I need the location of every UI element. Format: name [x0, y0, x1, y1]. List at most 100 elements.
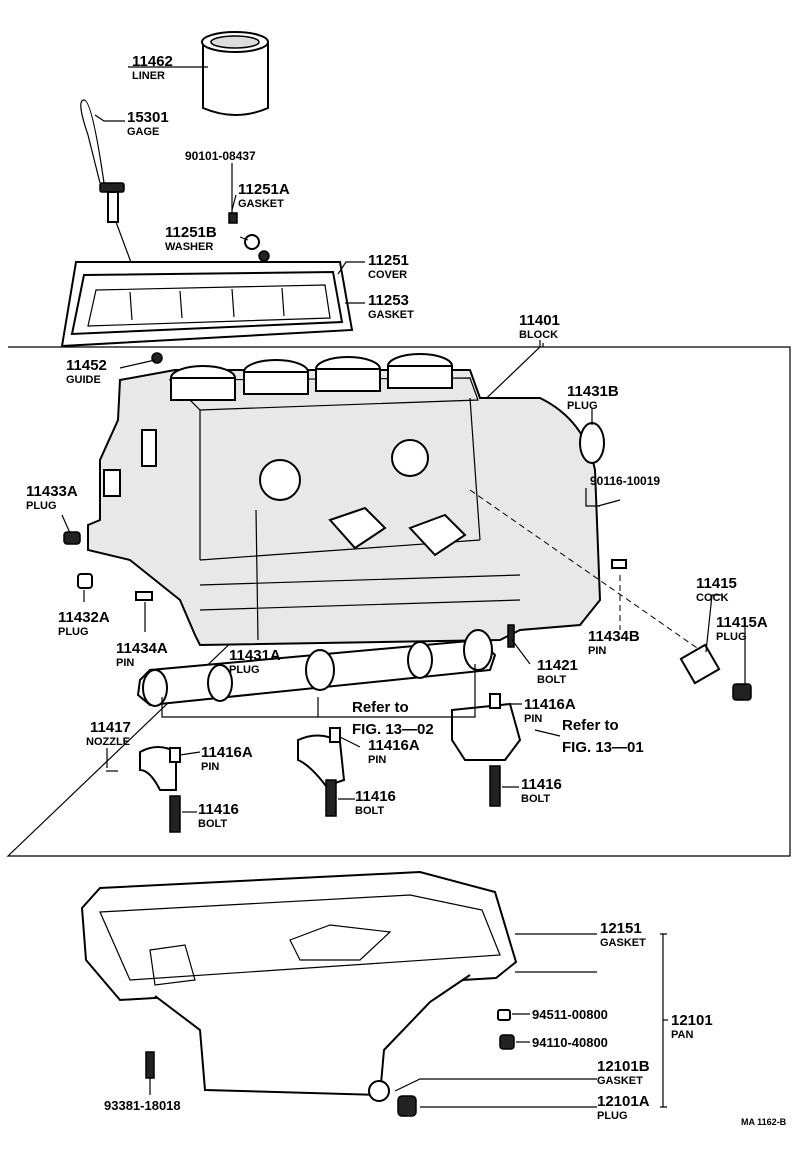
part-number: 11431B: [567, 383, 619, 400]
part-name: PLUG: [567, 400, 598, 412]
part-number: 12101B: [597, 1058, 650, 1075]
label-11462: 11462 LINER: [132, 53, 173, 82]
side-cover-illustration: [60, 261, 354, 348]
part-number: 11416A: [524, 696, 576, 713]
part-name: PIN: [588, 645, 606, 657]
part-number: 90101-08437: [185, 149, 256, 163]
label-11416a-middle: 11416A PIN: [368, 737, 420, 766]
label-15301: 15301 GAGE: [127, 109, 169, 138]
part-number: 11416A: [368, 737, 420, 754]
label-11251a: 11251A GASKET: [238, 181, 290, 210]
part-number: 90116-10019: [590, 474, 660, 488]
part-number: 11462: [132, 53, 173, 70]
part-number: 11416: [198, 801, 239, 818]
screw-washer-illustration: [228, 212, 270, 262]
part-number: 94511-00800: [532, 1007, 608, 1022]
part-number: 11452: [66, 357, 107, 374]
label-11416-right: 11416 BOLT: [521, 776, 562, 805]
part-name: PLUG: [229, 664, 260, 676]
part-number: 11416: [521, 776, 562, 793]
part-number: 11432A: [58, 609, 110, 626]
label-11431a: 11431A PLUG: [229, 647, 281, 676]
label-12101a: 12101A PLUG: [597, 1093, 650, 1122]
part-name: BOLT: [198, 818, 227, 830]
part-number: 11431A: [229, 647, 281, 664]
label-11416a-left: 11416A PIN: [201, 744, 253, 773]
label-11431b: 11431B PLUG: [567, 383, 619, 412]
part-name: GASKET: [600, 937, 646, 949]
part-name: GASKET: [368, 309, 414, 321]
label-11251: 11251 COVER: [368, 252, 409, 281]
part-name: NOZZLE: [86, 736, 130, 748]
part-name: COCK: [696, 592, 728, 604]
diagram-id: MA 1162-B: [741, 1117, 787, 1127]
block-small-parts: [63, 352, 752, 701]
part-number: 11401: [519, 312, 560, 329]
part-number: 11433A: [26, 483, 78, 500]
engine-block-illustration: [87, 353, 602, 647]
part-name: PLUG: [26, 500, 57, 512]
part-name: PIN: [524, 713, 542, 725]
label-11253: 11253 GASKET: [368, 292, 414, 321]
reference-fig-13-02: Refer to FIG. 13—02: [352, 699, 434, 738]
label-11452: 11452 GUIDE: [66, 357, 107, 386]
camshaft-illustration: [136, 629, 497, 707]
part-number: 11251A: [238, 181, 290, 198]
part-number: 15301: [127, 109, 169, 126]
part-name: BOLT: [537, 674, 566, 686]
part-name: PLUG: [597, 1110, 628, 1122]
part-name: WASHER: [165, 241, 213, 253]
label-11416-middle: 11416 BOLT: [355, 788, 396, 817]
label-94511-00800: 94511-00800: [532, 1007, 608, 1022]
label-11432a: 11432A PLUG: [58, 609, 110, 638]
part-number: 11421: [537, 657, 578, 674]
part-number: 11416A: [201, 744, 253, 761]
reference-line-2: FIG. 13—02: [352, 721, 434, 738]
gage-illustration: [80, 99, 143, 293]
part-name: PLUG: [58, 626, 89, 638]
liner-illustration: [201, 31, 269, 116]
label-11251b: 11251B WASHER: [165, 224, 217, 253]
part-name: LINER: [132, 70, 165, 82]
label-90101-08437: 90101-08437: [185, 149, 256, 163]
label-94110-40800: 94110-40800: [532, 1035, 608, 1050]
label-93381-18018: 93381-18018: [104, 1098, 181, 1113]
part-name: COVER: [368, 269, 407, 281]
part-name: PAN: [671, 1029, 693, 1041]
label-11434b: 11434B PIN: [588, 628, 640, 657]
label-12101b: 12101B GASKET: [597, 1058, 650, 1087]
part-number: 94110-40800: [532, 1035, 608, 1050]
part-number: 12151: [600, 920, 642, 937]
part-number: 11415: [696, 575, 737, 592]
label-11416a-right: 11416A PIN: [524, 696, 576, 725]
label-11417: 11417 NOZZLE: [86, 719, 131, 748]
label-11433a: 11433A PLUG: [26, 483, 78, 512]
reference-line-1: Refer to: [562, 717, 619, 734]
part-name: PLUG: [716, 631, 747, 643]
label-11401: 11401 BLOCK: [519, 312, 560, 341]
reference-line-2: FIG. 13—01: [562, 739, 644, 756]
label-12151: 12151 GASKET: [600, 920, 646, 949]
bearing-caps-illustration: [106, 693, 522, 833]
part-number: 11251: [368, 252, 409, 269]
part-name: PIN: [116, 657, 134, 669]
label-11421: 11421 BOLT: [537, 657, 578, 686]
part-number: 11434B: [588, 628, 640, 645]
label-11416-left: 11416 BOLT: [198, 801, 239, 830]
label-11415: 11415 COCK: [696, 575, 737, 604]
part-name: GUIDE: [66, 374, 101, 386]
part-number: 12101: [671, 1012, 713, 1029]
part-number: 11253: [368, 292, 409, 309]
part-number: 12101A: [597, 1093, 650, 1110]
part-name: BOLT: [521, 793, 550, 805]
part-number: 11416: [355, 788, 396, 805]
part-name: GASKET: [597, 1075, 643, 1087]
oil-pan-illustration: [80, 870, 518, 1117]
part-number: 11417: [90, 719, 131, 736]
part-name: PIN: [201, 761, 219, 773]
part-number: 11434A: [116, 640, 168, 657]
part-number: 11415A: [716, 614, 768, 631]
part-name: GAGE: [127, 126, 159, 138]
